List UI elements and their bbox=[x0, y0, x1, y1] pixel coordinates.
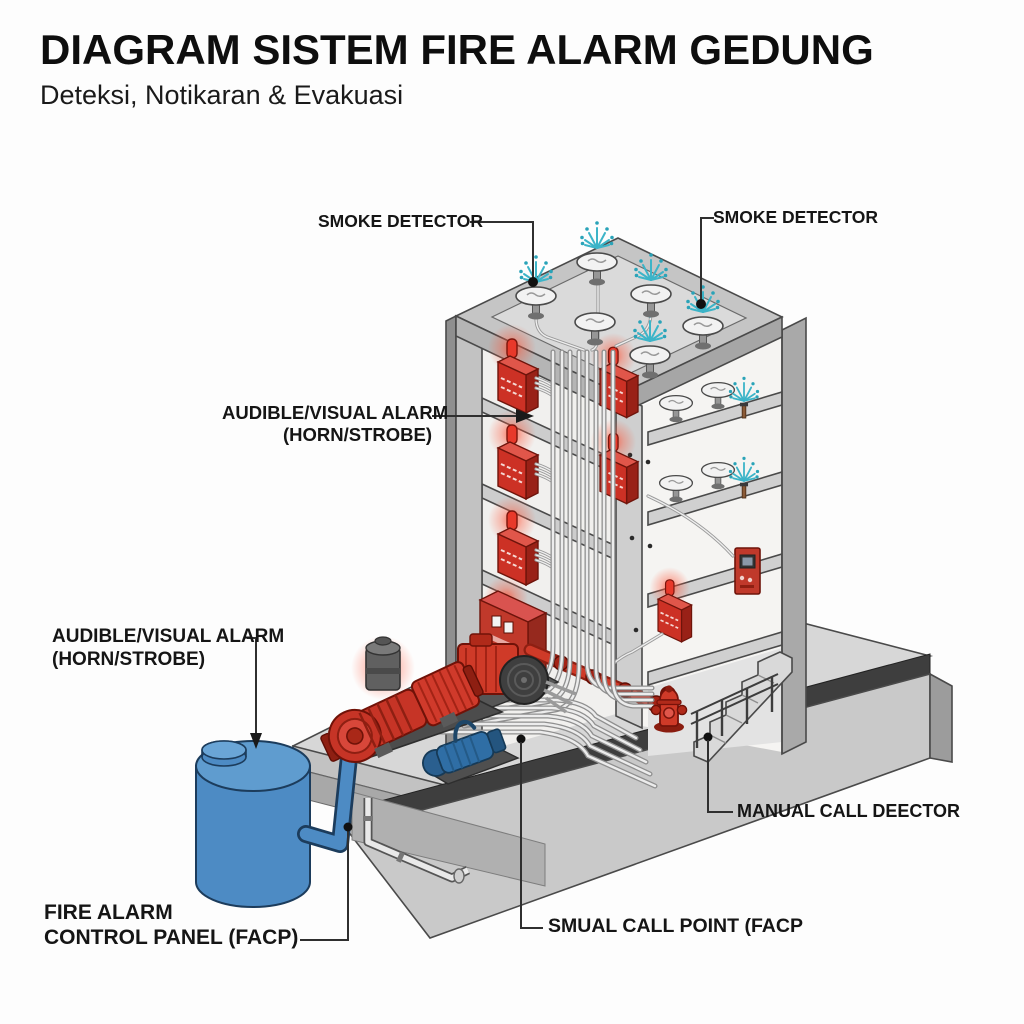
label-line: CONTROL PANEL (FACP) bbox=[44, 926, 299, 950]
annunciator-panel bbox=[734, 547, 761, 595]
leader-lines bbox=[247, 217, 733, 941]
label-line: FIRE ALARM bbox=[44, 901, 173, 924]
label-line: (HORN/STROBE) bbox=[52, 648, 206, 670]
label-manual-call-detector: MANUAL CALL DEECTOR bbox=[737, 801, 961, 821]
stairs bbox=[690, 651, 793, 763]
label-line: AUDIBLE/VISUAL ALARM bbox=[222, 402, 449, 423]
page-subtitle: Deteksi, Notikaran & Evakuasi bbox=[40, 80, 404, 110]
fire-pump-main bbox=[320, 636, 505, 763]
label-line: (HORN/STROBE) bbox=[282, 424, 432, 446]
water-tank bbox=[195, 740, 311, 908]
label-smoke-detector-right: SMOKE DETECTOR bbox=[713, 207, 878, 227]
label-audible-visual-alarm-upper: AUDIBLE/VISUAL ALARM (HORN/STROBE) bbox=[222, 402, 449, 446]
label-smoke-detector-left: SMOKE DETECTOR bbox=[318, 211, 483, 231]
label-audible-visual-alarm-lower: AUDIBLE/VISUAL ALARM (HORN/STROBE) bbox=[52, 626, 284, 672]
jockey-pump bbox=[422, 719, 520, 785]
label-line: AUDIBLE/VISUAL ALARM bbox=[52, 626, 285, 647]
page-title: DIAGRAM SISTEM FIRE ALARM GEDUNG bbox=[40, 26, 874, 73]
ground-conduits bbox=[425, 697, 658, 789]
label-manual-call-point: SMUAL CALL POINT (FACP bbox=[548, 915, 803, 937]
label-fire-alarm-control-panel: FIRE ALARM CONTROL PANEL (FACP) bbox=[44, 900, 298, 950]
